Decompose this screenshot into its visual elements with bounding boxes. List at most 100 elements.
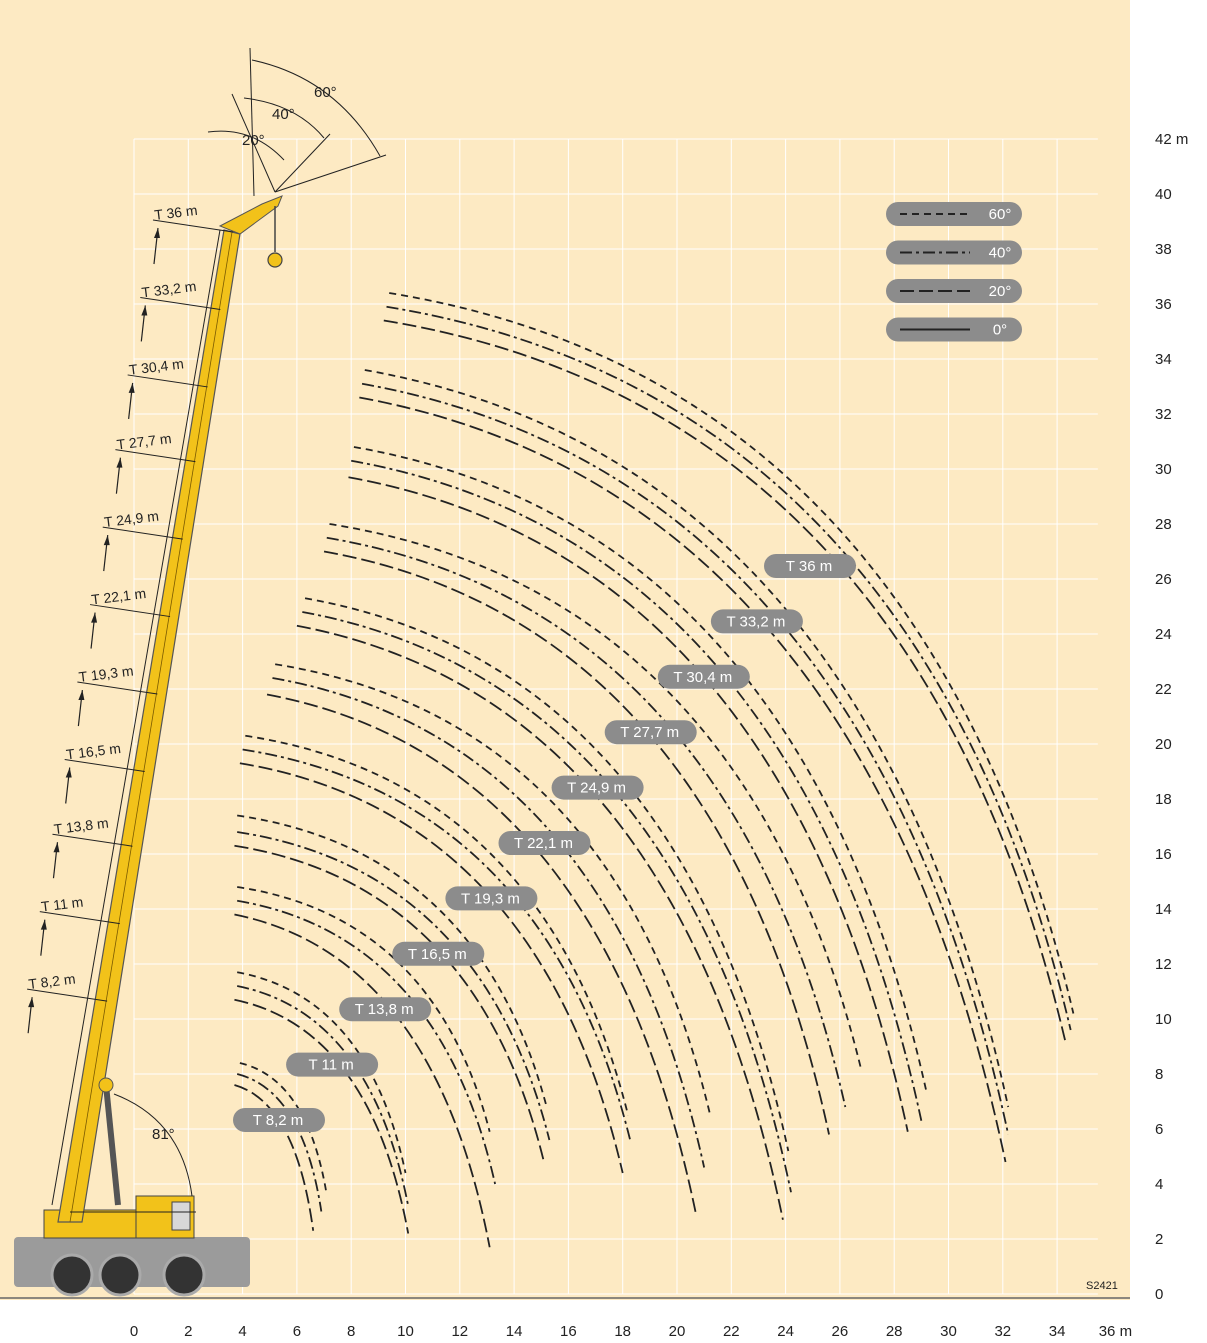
jib-curve [329, 523, 863, 1072]
legend-pill [886, 279, 1022, 303]
boom-pivot [98, 1077, 114, 1093]
x-tick-label: 28 [886, 1323, 903, 1340]
jib-curve [237, 814, 548, 1108]
wheel-1 [50, 1253, 94, 1297]
curve-label-pill [233, 1108, 325, 1132]
y-tick-label: 12 [1155, 956, 1172, 973]
angle-label-81: 81° [152, 1126, 175, 1143]
boom-arrow-head [65, 767, 72, 778]
x-tick-label: 2 [184, 1323, 192, 1340]
arc-20 [207, 130, 285, 161]
curve-labels: T 8,2 mT 11 mT 13,8 mT 16,5 mT 19,3 mT 2… [233, 554, 856, 1132]
grid [133, 138, 1098, 1295]
jib-curve [351, 459, 923, 1121]
legend-label: 0° [993, 322, 1007, 339]
jib-curve [237, 899, 496, 1185]
offset-ray-60 [274, 154, 387, 193]
boom-length-label: T 11 m [40, 894, 84, 915]
jib-curve [272, 677, 706, 1168]
y-tick-label: 6 [1155, 1121, 1163, 1138]
boom-label-leader [102, 526, 183, 540]
boom-arrow-head [91, 612, 98, 623]
curve-label-pill [657, 664, 750, 689]
y-tick-label: 36 [1155, 296, 1172, 313]
boom-arrow-head [78, 690, 85, 701]
y-tick-label: 16 [1155, 846, 1172, 863]
jib-curve [386, 305, 1072, 1031]
boom-length-label: T 33,2 m [141, 278, 198, 301]
x-tick-label: 24 [777, 1323, 794, 1340]
x-tick-label: 4 [238, 1323, 246, 1340]
x-tick-label: 22 [723, 1323, 740, 1340]
x-tick-label: 14 [506, 1323, 523, 1340]
boom-label-leader [89, 604, 171, 618]
x-tick-label: 32 [994, 1323, 1011, 1340]
jib-curve [353, 446, 928, 1094]
curve-label-text: T 22,1 m [514, 835, 573, 852]
offset-ref-line [249, 47, 255, 197]
x-tick-label: 6 [293, 1323, 301, 1340]
y-tick-label: 0 [1155, 1286, 1163, 1303]
legend-label: 40° [989, 245, 1012, 262]
x-tick-label: 20 [669, 1323, 686, 1340]
curve-label-pill [710, 609, 803, 634]
boom-arrow-head [103, 535, 110, 546]
boom-arrow-head [141, 305, 148, 316]
boom-length-label: T 16,5 m [65, 740, 122, 763]
boom-length-label: T 30,4 m [128, 355, 185, 378]
y-tick-label: 42 m [1155, 131, 1188, 148]
boom-label-leader [64, 759, 145, 772]
curve-label-pill [551, 775, 644, 800]
curve-label-pill [445, 886, 538, 911]
y-tick-label: 4 [1155, 1176, 1163, 1193]
curve-label-pill [498, 831, 591, 855]
arc-40 [243, 97, 325, 139]
x-tick-label: 18 [614, 1323, 631, 1340]
offset-ray-40 [274, 133, 331, 193]
boom-label-leader [52, 833, 133, 847]
curve-label-text: T 24,9 m [567, 780, 626, 797]
boom-label-leader [127, 374, 208, 388]
y-tick-label: 38 [1155, 241, 1172, 258]
y-tick-label: 34 [1155, 351, 1172, 368]
boom-label-leader [115, 449, 196, 463]
boom-label-leader [152, 219, 234, 233]
boom-head [218, 195, 283, 235]
angle-label-20: 20° [242, 132, 265, 149]
luffing-cylinder [103, 1084, 121, 1206]
boom-length-label: T 27,7 m [116, 430, 173, 453]
curve-label-text: T 36 m [786, 558, 832, 575]
x-tick-label: 36 m [1099, 1323, 1132, 1340]
x-tick-label: 10 [397, 1323, 414, 1340]
boom-length-label: T 8,2 m [28, 970, 77, 992]
y-tick-label: 2 [1155, 1231, 1163, 1248]
boom-label-leader [140, 296, 221, 310]
boom-arrow-head [128, 382, 135, 393]
curve-label-text: T 11 m [308, 1057, 353, 1074]
legend: 60°40°20°0° [886, 202, 1022, 342]
curve-label-pill [392, 941, 485, 966]
curve-label-text: T 27,7 m [620, 724, 679, 741]
y-tick-label: 28 [1155, 516, 1172, 533]
hook-block [267, 252, 283, 268]
curve-label-text: T 30,4 m [673, 669, 732, 686]
jib-curve [275, 663, 711, 1113]
drawing-code: S2421 [1086, 1280, 1118, 1292]
curve-label-text: T 8,2 m [253, 1112, 304, 1129]
curve-label-text: T 13,8 m [355, 1001, 414, 1018]
boom-label-leader [77, 681, 158, 695]
arc-81 [113, 1093, 193, 1197]
jib-curve [234, 844, 545, 1163]
angle-label-40: 40° [272, 106, 295, 123]
jib-curve [389, 292, 1075, 1014]
jib-curve [239, 1062, 328, 1196]
curve-label-pill [339, 997, 432, 1022]
x-tick-label: 12 [451, 1323, 468, 1340]
x-tick-label: 30 [940, 1323, 957, 1340]
boom-length-label: T 36 m [153, 202, 198, 223]
boom-arrow-head [40, 919, 47, 930]
boom-envelope-line [51, 229, 221, 1206]
curve-label-pill [286, 1052, 379, 1077]
